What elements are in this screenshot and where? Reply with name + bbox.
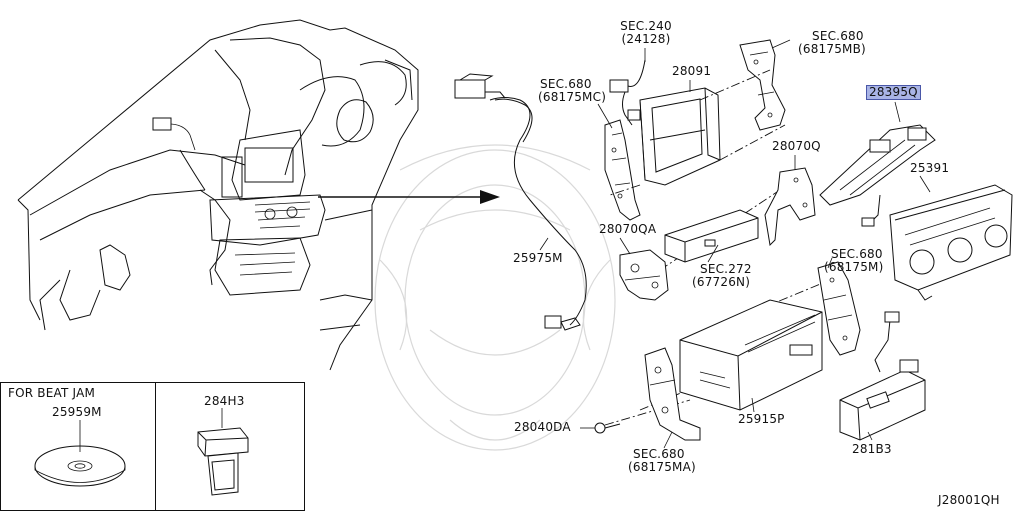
dashboard-illustration bbox=[17, 19, 419, 371]
label-284h3: 284H3 bbox=[204, 394, 245, 408]
unit-281b3 bbox=[839, 311, 926, 441]
label-281b3: 281B3 bbox=[852, 442, 892, 456]
clip-icon bbox=[197, 408, 249, 496]
label-28091: 28091 bbox=[672, 64, 712, 78]
label-sec240-sub: (24128) bbox=[621, 32, 671, 46]
bracket-28070qa bbox=[619, 249, 669, 301]
module-sec272 bbox=[664, 209, 759, 263]
bracket-68175m bbox=[817, 261, 861, 356]
label-sec680-m-sub: (68175M) bbox=[824, 260, 884, 274]
diagram-id: J28001QH bbox=[938, 493, 1000, 507]
label-sec680-ma: SEC.680 bbox=[633, 447, 685, 461]
label-sec680-ma-sub: (68175MA) bbox=[628, 460, 696, 474]
label-25915p: 25915P bbox=[738, 412, 785, 426]
label-28070q: 28070Q bbox=[772, 139, 821, 153]
label-sec680-m: SEC.680 bbox=[831, 247, 883, 261]
label-sec240: SEC.240 bbox=[620, 19, 672, 33]
display-unit-28091 bbox=[639, 87, 721, 186]
control-harness-28395q bbox=[819, 124, 936, 227]
label-sec680-mc: SEC.680 bbox=[540, 77, 592, 91]
antenna-cable-25975m bbox=[454, 73, 587, 331]
bracket-28070q bbox=[764, 167, 816, 247]
leader-lines bbox=[539, 39, 931, 449]
inset-title-beat-jam: FOR BEAT JAM bbox=[8, 386, 96, 400]
label-sec680-mb-sub: (68175MB) bbox=[798, 42, 866, 56]
label-28395q-highlighted[interactable]: 28395Q bbox=[866, 85, 921, 100]
label-sec680-mc-sub: (68175MC) bbox=[538, 90, 607, 104]
arrow-indicator bbox=[318, 190, 500, 204]
bracket-68175mc bbox=[604, 119, 641, 221]
label-sec272: SEC.272 bbox=[700, 262, 752, 276]
inset-boxes bbox=[0, 382, 305, 511]
sec240-harness bbox=[609, 59, 646, 126]
label-28040da: 28040DA bbox=[514, 420, 571, 434]
label-28070qa: 28070QA bbox=[599, 222, 657, 236]
label-25975m: 25975M bbox=[513, 251, 563, 265]
label-25391: 25391 bbox=[910, 161, 950, 175]
label-sec680-mb: SEC.680 bbox=[812, 29, 864, 43]
bracket-68175ma bbox=[644, 347, 701, 441]
bracket-68175mb bbox=[739, 39, 786, 131]
label-sec272-sub: (67726N) bbox=[692, 275, 751, 289]
audio-unit-25915p bbox=[679, 299, 823, 411]
climate-panel-25391 bbox=[889, 184, 1013, 301]
watermark-emblem bbox=[374, 144, 616, 451]
disc-icon bbox=[34, 420, 126, 487]
label-25959m: 25959M bbox=[52, 405, 102, 419]
